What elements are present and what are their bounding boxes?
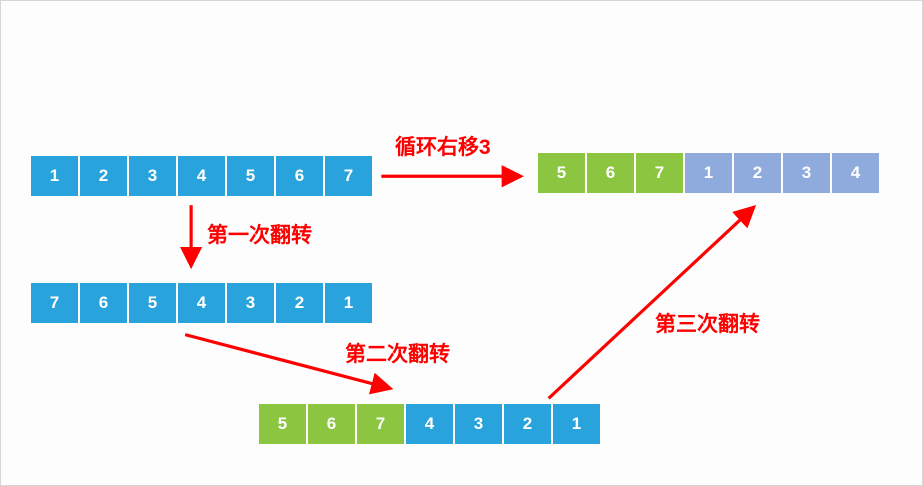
array-cell: 1 xyxy=(325,283,372,323)
label-second-reverse: 第二次翻转 xyxy=(345,343,450,366)
array-cell: 1 xyxy=(31,156,78,196)
array-cell: 7 xyxy=(31,283,78,323)
array-cell: 5 xyxy=(129,283,176,323)
third-reverse-arrow xyxy=(547,204,757,400)
array-cell: 6 xyxy=(80,283,127,323)
array-cell: 6 xyxy=(587,153,634,193)
array-cell: 2 xyxy=(504,404,551,444)
array-cell: 3 xyxy=(227,283,274,323)
array-cell: 5 xyxy=(259,404,306,444)
array-original: 1 2 3 4 5 6 7 xyxy=(31,156,372,196)
array-cell: 7 xyxy=(357,404,404,444)
array-cell: 2 xyxy=(734,153,781,193)
array-cell: 7 xyxy=(325,156,372,196)
array-cell: 4 xyxy=(832,153,879,193)
array-cell: 4 xyxy=(406,404,453,444)
array-cell: 1 xyxy=(685,153,732,193)
array-cell: 2 xyxy=(80,156,127,196)
array-cell: 3 xyxy=(783,153,830,193)
array-cell: 6 xyxy=(308,404,355,444)
array-cell: 1 xyxy=(553,404,600,444)
label-first-reverse: 第一次翻转 xyxy=(207,224,312,247)
array-cell: 4 xyxy=(178,283,225,323)
label-rotate-right: 循环右移3 xyxy=(395,136,491,159)
array-cell: 3 xyxy=(129,156,176,196)
array-cell: 2 xyxy=(276,283,323,323)
array-reversed-all: 7 6 5 4 3 2 1 xyxy=(31,283,372,323)
array-cell: 5 xyxy=(227,156,274,196)
array-cell: 7 xyxy=(636,153,683,193)
array-reversed-parts: 5 6 7 4 3 2 1 xyxy=(259,404,600,444)
array-rotated-result: 5 6 7 1 2 3 4 xyxy=(538,153,879,193)
label-third-reverse: 第三次翻转 xyxy=(655,313,760,336)
array-cell: 6 xyxy=(276,156,323,196)
array-cell: 3 xyxy=(455,404,502,444)
array-cell: 4 xyxy=(178,156,225,196)
array-cell: 5 xyxy=(538,153,585,193)
